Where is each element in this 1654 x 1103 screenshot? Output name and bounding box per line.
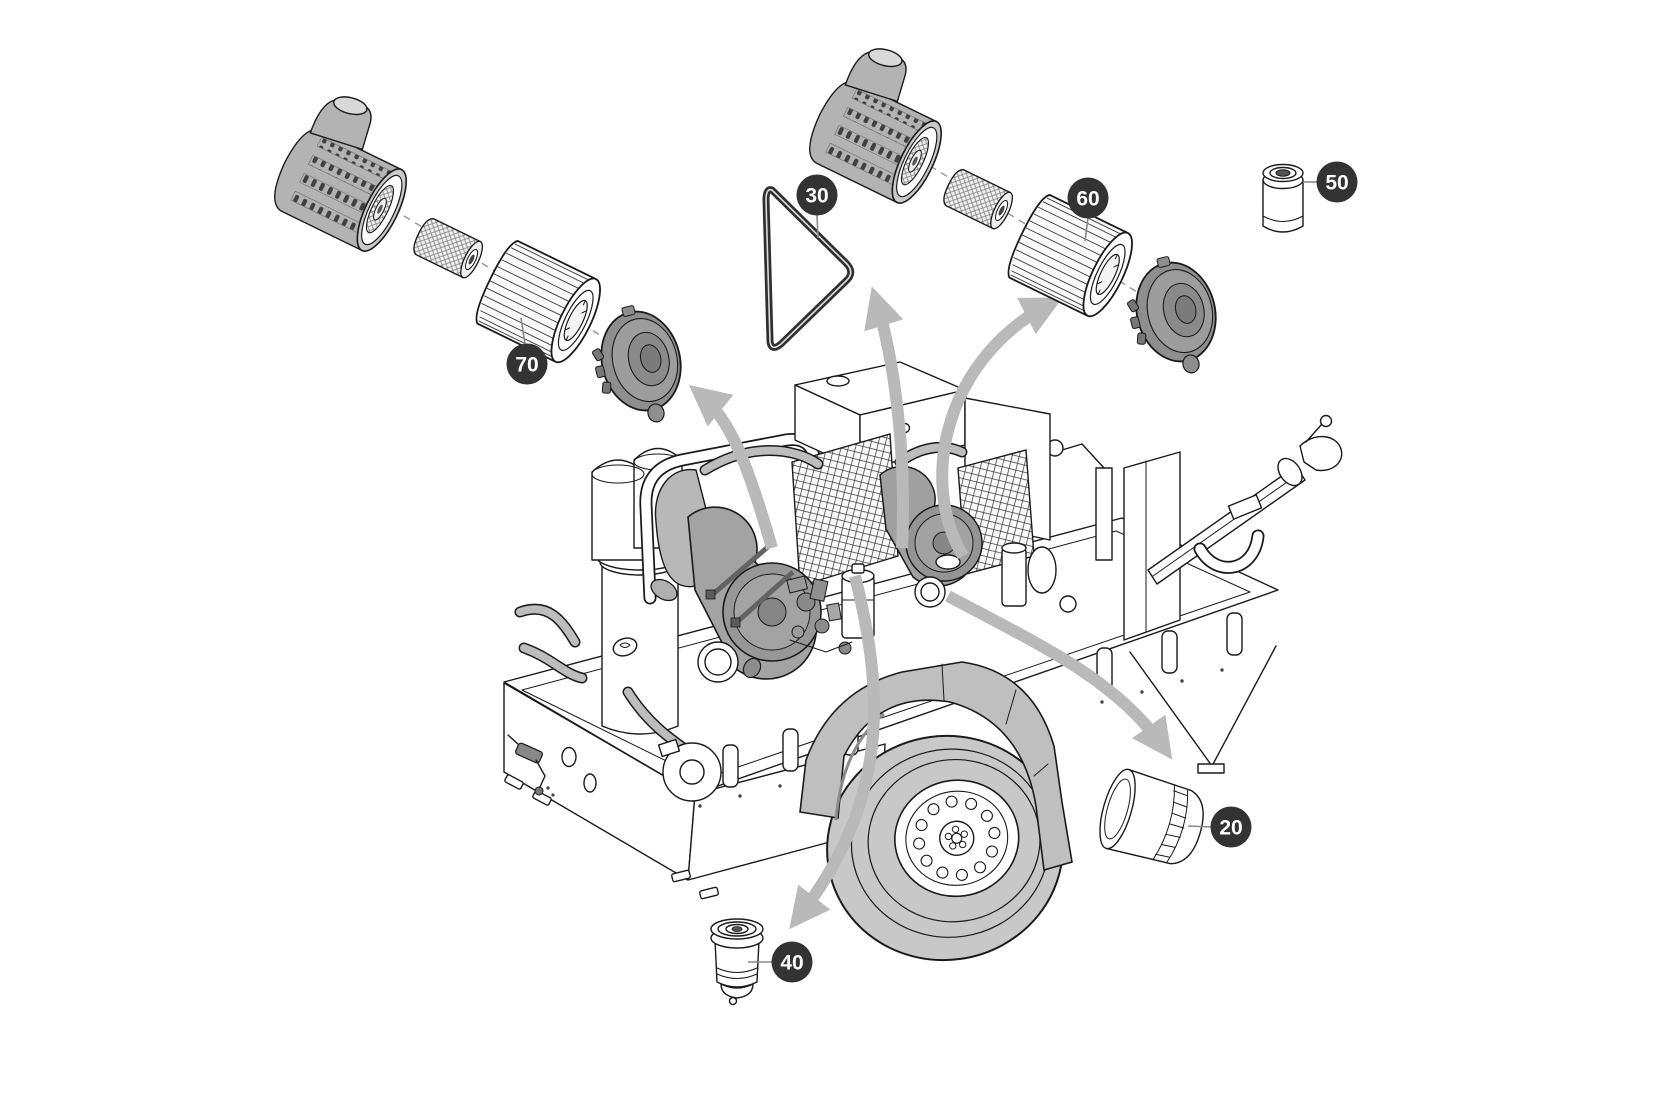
part-fuel-filter-40 (710, 918, 764, 1006)
part-oil-filter-element-50 (1262, 163, 1304, 233)
tow-bar (1147, 414, 1343, 585)
arrow-to-element-60 (936, 297, 1063, 560)
explosion-arrows (688, 286, 1173, 930)
drain-valve (507, 734, 546, 796)
callout-40[interactable]: 40 (748, 941, 813, 983)
radiator-grille (791, 433, 899, 587)
part-air-cleaner-housing-left (264, 79, 437, 259)
arrow-to-oil-filter-20 (945, 590, 1173, 760)
callout-20-label: 20 (1219, 817, 1242, 840)
part-inner-element-left (409, 214, 488, 282)
callout-60[interactable]: 60 (1067, 177, 1109, 242)
part-inner-element-right (939, 165, 1018, 233)
callout-40-label: 40 (780, 952, 803, 975)
arrow-to-fuel-filter-40 (789, 574, 880, 930)
arrow-to-end-cap-70 (688, 384, 778, 550)
callouts: 70 30 60 50 20 40 (506, 161, 1358, 983)
hitch-coupler (1299, 435, 1343, 472)
part-end-cap-left (581, 296, 695, 435)
callout-50[interactable]: 50 (1303, 161, 1358, 203)
rear-panel (1123, 451, 1181, 641)
trailer-rear-frame (1129, 645, 1277, 767)
part-drive-belt-30 (762, 186, 855, 351)
machine-illustration (503, 361, 1343, 962)
callout-30-label: 30 (805, 185, 828, 208)
callout-70-label: 70 (515, 354, 538, 377)
valve-cluster (914, 542, 1077, 613)
part-air-filter-element-60 (1001, 190, 1143, 324)
part-end-cap-right (1116, 247, 1230, 386)
callout-50-label: 50 (1325, 172, 1348, 195)
callout-20[interactable]: 20 (1187, 806, 1252, 848)
callout-60-label: 60 (1076, 188, 1099, 211)
arrow-to-belt-30 (864, 286, 909, 549)
part-oil-filter-20 (1099, 768, 1204, 865)
callout-30[interactable]: 30 (796, 174, 838, 239)
wheel (826, 734, 1064, 962)
callout-70[interactable]: 70 (506, 317, 548, 385)
engine-components (786, 575, 853, 655)
